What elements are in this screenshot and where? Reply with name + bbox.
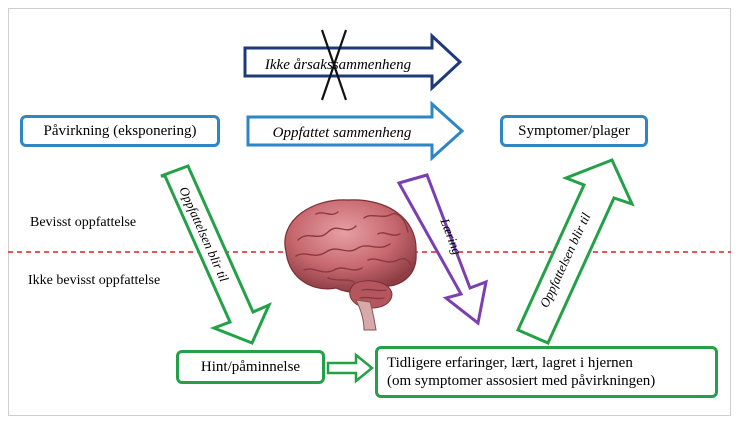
no-causal-arrow: Ikke årsakssammenheng	[245, 30, 460, 100]
exposure-label: Påvirkning (eksponering)	[44, 122, 197, 140]
perception-down-arrow: Oppfattelsen blir til	[161, 166, 269, 343]
conscious-level-label: Bevisst oppfattelse	[30, 215, 136, 231]
experience-label-line2: (om symptomer assosiert med påvirkningen…	[387, 372, 655, 390]
exposure-box: Påvirkning (eksponering)	[20, 115, 220, 147]
hint-label: Hint/påminnelse	[201, 358, 300, 376]
brain-icon	[268, 190, 426, 332]
symptoms-label: Symptomer/plager	[518, 122, 630, 140]
no-causal-label: Ikke årsakssammenheng	[264, 57, 412, 73]
symptoms-box: Symptomer/plager	[500, 115, 648, 147]
unconscious-level-label: Ikke bevisst oppfattelse	[28, 273, 160, 289]
experience-box: Tidligere erfaringer, lært, lagret i hje…	[375, 346, 718, 398]
perceived-label: Oppfattet sammenheng	[273, 125, 412, 141]
experience-label-line1: Tidligere erfaringer, lært, lagret i hje…	[387, 354, 633, 372]
perceived-arrow: Oppfattet sammenheng	[248, 104, 462, 158]
hint-to-experience-arrow	[328, 355, 372, 381]
hint-box: Hint/påminnelse	[176, 350, 325, 384]
